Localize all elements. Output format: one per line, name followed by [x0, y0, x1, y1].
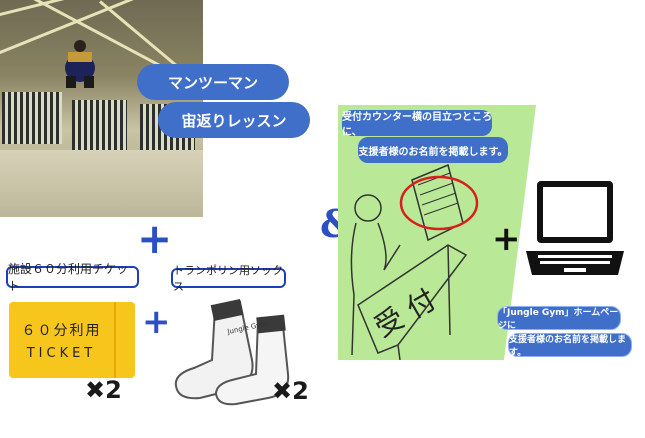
ticket-card: ６０分利用 TICKET [9, 302, 135, 378]
reception-sketch [338, 105, 536, 360]
ticket-line2: TICKET [26, 346, 97, 361]
gymnast-figure [65, 40, 95, 88]
plus-icon: + [137, 214, 173, 263]
socks-image: Jungle Gym [174, 299, 290, 406]
laptop-icon [526, 181, 624, 275]
socks-label: トランポリン用ソックス [171, 264, 286, 293]
web-note-line1: 「Jungle Gym」ホームページに [497, 306, 621, 331]
reception-note-line2: 支援者様のお名前を掲載します。 [358, 137, 508, 163]
photo-caption-line2: 宙返りレッスン [158, 102, 310, 138]
plus-icon: + [142, 302, 171, 342]
ticket-line1: ６０分利用 [21, 323, 102, 339]
photo-caption-line1: マンツーマン [137, 64, 289, 100]
plus-icon: + [492, 219, 521, 259]
web-note-line2: 支援者様のお名前を掲載します。 [508, 333, 632, 358]
reception-note-line1: 受付カウンター横の目立つところに、 [342, 110, 492, 138]
ticket-quantity: ✖2 [85, 376, 122, 404]
facility-ticket-label: 施設６０分利用チケット [6, 262, 139, 293]
ticket-stub [114, 302, 135, 378]
socks-quantity: ✖2 [272, 377, 309, 405]
